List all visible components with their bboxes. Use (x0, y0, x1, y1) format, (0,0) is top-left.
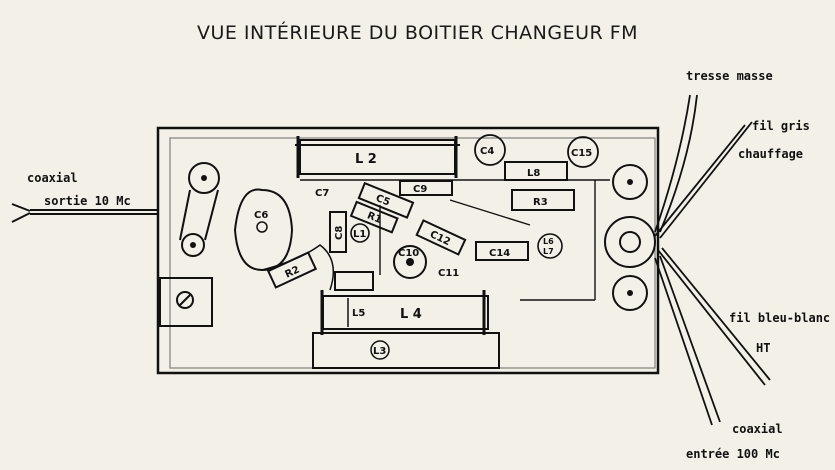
label-c7: C7 (315, 188, 329, 199)
label-c10: C10 (398, 248, 419, 259)
screw-mid-left (181, 233, 205, 257)
capacitor-c4 (474, 134, 506, 166)
label-l5: L5 (352, 308, 365, 319)
capacitor-c5: C5 (357, 181, 415, 219)
label-c11: C11 (438, 268, 459, 279)
right-wire-label-fil-gris: fil gris (752, 119, 810, 133)
label-r1: R1 (365, 210, 383, 226)
label-l4: L 4 (400, 307, 422, 322)
diagram-title: VUE INTÉRIEURE DU BOITIER CHANGEUR FM (196, 22, 639, 44)
label-c14: C14 (489, 248, 510, 259)
capacitor-c10 (393, 245, 427, 279)
right-wire-label-entree: entrée 100 Mc (686, 447, 780, 461)
label-l1: L1 (353, 229, 366, 240)
right-wire-label-ht: HT (756, 341, 770, 355)
label-c15: C15 (571, 148, 592, 159)
coil-l6-l7 (537, 233, 563, 259)
capacitor-c14 (475, 241, 529, 261)
tube-socket-c6: C6 (233, 188, 294, 272)
left-wire-label-2: sortie 10 Mc (44, 194, 131, 208)
internal-wiring (300, 179, 610, 301)
screw-top-left (188, 162, 220, 194)
coil-l3-base (312, 332, 500, 369)
right-wire-label-tresse: tresse masse (686, 69, 773, 83)
label-r2: R2 (283, 264, 301, 280)
label-c5: C5 (374, 193, 391, 209)
screw-top-right (612, 164, 648, 200)
coil-l4-l5: L5 L 4 (320, 290, 489, 335)
right-cable-bundle (654, 94, 771, 426)
label-l8: L8 (527, 168, 540, 179)
left-wire-label-1: coaxial (27, 171, 78, 185)
terminal-block (334, 271, 374, 291)
right-wire-label-chauffage: chauffage (738, 147, 803, 161)
label-c4: C4 (480, 146, 494, 157)
resistor-r2: R2 (266, 251, 318, 289)
mounting-block (159, 277, 213, 327)
screw-bottom-right (612, 275, 648, 311)
coil-l2: L 2 (295, 136, 460, 178)
label-c8: C8 (334, 226, 345, 240)
label-c6: C6 (254, 210, 268, 221)
coax-socket-right (604, 216, 656, 268)
label-l2: L 2 (355, 152, 377, 167)
label-l6: L6 (543, 237, 554, 246)
capacitor-c15 (567, 136, 599, 168)
resistor-r1: R1 (349, 200, 399, 234)
label-l3: L3 (373, 346, 386, 357)
right-wire-label-coaxial: coaxial (732, 422, 783, 436)
resistor-r3 (511, 189, 575, 211)
label-c9: C9 (413, 184, 427, 195)
label-r3: R3 (533, 197, 548, 208)
left-coax-wire (11, 203, 158, 223)
coil-l1 (350, 223, 370, 243)
label-l7: L7 (543, 247, 554, 256)
capacitor-c8: C8 (329, 211, 347, 253)
capacitor-c12: C12 (415, 219, 467, 256)
capacitor-c9 (399, 180, 453, 196)
right-wire-label-bleu-blanc: fil bleu-blanc (729, 311, 830, 325)
